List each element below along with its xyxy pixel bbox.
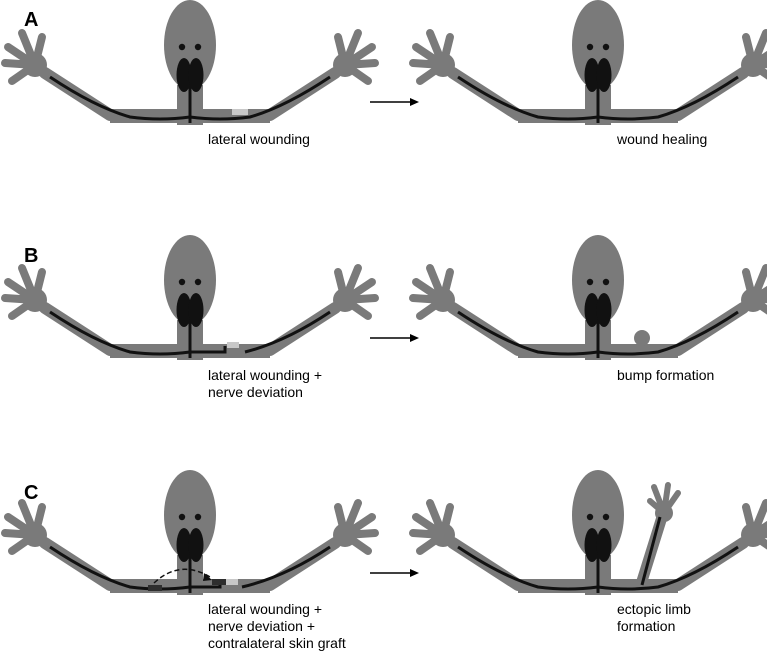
caption-before: lateral wounding: [208, 131, 310, 147]
axolotl-after: [413, 235, 767, 360]
axolotl-after: [413, 0, 767, 125]
panel-letter: C: [24, 482, 38, 504]
panel-c: C lateral w: [5, 470, 767, 651]
graft-arrowhead: [203, 573, 212, 581]
panel-b: B lateral wounding + nerve deviation bum…: [5, 235, 767, 400]
panel-letter: B: [24, 245, 38, 267]
arrow: [370, 334, 419, 342]
caption-line: ectopic limb: [617, 601, 691, 617]
caption-before: lateral wounding + nerve deviation: [208, 367, 326, 400]
panel-a: A lateral wounding wound healing: [5, 0, 767, 147]
caption-line: lateral wounding +: [208, 601, 322, 617]
arrow: [370, 569, 419, 577]
arrow: [370, 98, 419, 106]
caption-line: contralateral skin graft: [208, 635, 346, 651]
caption-after: ectopic limb formation: [617, 601, 695, 634]
axolotl-after: [413, 470, 767, 595]
caption-after: wound healing: [616, 131, 707, 147]
axolotl-before: [5, 0, 375, 125]
caption-line: bump formation: [617, 367, 714, 383]
axolotl-before: [5, 470, 375, 595]
caption-before: lateral wounding + nerve deviation + con…: [208, 601, 346, 651]
panel-letter: A: [24, 9, 38, 31]
axolotl-before: [5, 235, 375, 360]
graft-source: [148, 585, 162, 591]
caption-line: nerve deviation: [208, 384, 303, 400]
wound: [232, 109, 248, 115]
wound: [227, 342, 239, 348]
ectopic-limb: [642, 485, 678, 585]
caption-line: formation: [617, 618, 675, 634]
wound: [226, 579, 238, 585]
caption-line: lateral wounding: [208, 131, 310, 147]
caption-after: bump formation: [617, 367, 714, 383]
caption-line: wound healing: [616, 131, 707, 147]
caption-line: nerve deviation +: [208, 618, 315, 634]
graft-site: [212, 579, 226, 585]
bump: [634, 330, 650, 346]
caption-line: lateral wounding +: [208, 367, 322, 383]
